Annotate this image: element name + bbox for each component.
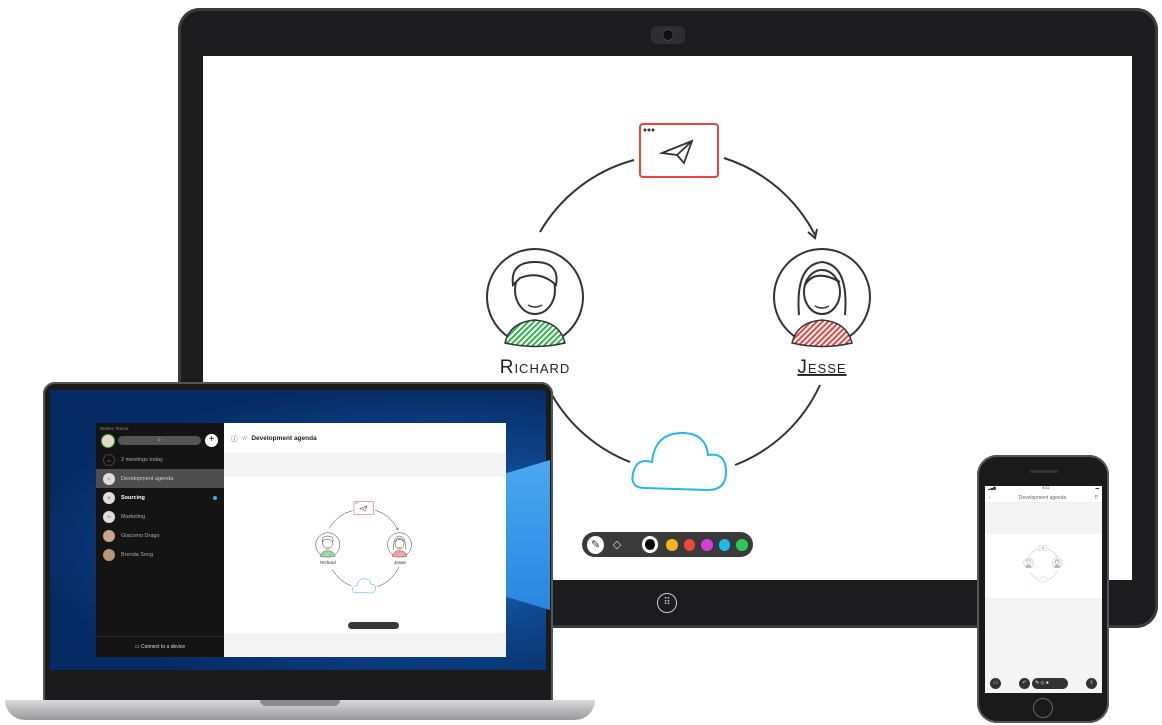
color-swatch-black[interactable] [641, 536, 659, 553]
space-title: Development agenda [251, 434, 317, 442]
person-label-richard: Richard [320, 560, 336, 565]
back-icon[interactable]: ‹ [989, 494, 991, 501]
meetings-item[interactable]: ▭ 2 meetings today [96, 450, 224, 469]
color-swatch-yellow[interactable] [666, 538, 678, 551]
contact-avatar [103, 529, 115, 542]
meetings-label: 2 meetings today [121, 456, 163, 463]
whiteboard-preview: Richard Jesse [315, 501, 412, 594]
laptop-notch [260, 700, 340, 706]
space-main: ⓘ ☆ Development agenda Richard Jesse [224, 423, 506, 657]
space-item-brenda-song[interactable]: Brenda Song [96, 545, 224, 564]
phone-title: Development agenda [1018, 494, 1067, 501]
connect-device-button[interactable]: ▭ Connect to a device [96, 636, 224, 657]
star-icon[interactable]: ☆ [241, 435, 248, 442]
connect-label: Connect to a device [140, 644, 186, 650]
search-icon: ⌕ [158, 437, 161, 443]
space-label: Giacomo Drago [121, 532, 160, 539]
space-item-sourcing[interactable]: S Sourcing [96, 488, 224, 507]
board-home-button[interactable]: ⠿ [657, 593, 677, 613]
person-label-jesse: Jesse [797, 357, 846, 378]
cast-icon: ▭ [134, 644, 141, 650]
grid-icon[interactable]: ⠿ [1094, 494, 1098, 501]
pen-icon[interactable]: ✎ [587, 535, 605, 554]
info-icon[interactable]: ⓘ [231, 436, 238, 443]
color-swatch-red[interactable] [683, 538, 696, 551]
windows-logo [500, 460, 550, 610]
unread-indicator [213, 495, 217, 500]
space-item-marketing[interactable]: M Marketing [96, 507, 224, 526]
color-swatch-green[interactable] [736, 538, 748, 551]
app-title: Webex Teams [100, 426, 129, 431]
whiteboard-thumbnail [1023, 545, 1063, 583]
whiteboard-drawing: Richard Jesse [486, 123, 871, 491]
status-time: 9:41 [1042, 486, 1050, 490]
laptop-base [5, 700, 595, 720]
space-label: Development agenda [121, 475, 174, 482]
color-swatch-blue[interactable] [718, 538, 731, 551]
sidebar: Webex Teams ⌕ + ▭ 2 meetings today D Dev… [96, 423, 230, 657]
phone-pen-toolbar[interactable]: ✎ ◇ ● [1032, 678, 1068, 689]
mini-drawing-toolbar[interactable] [348, 622, 399, 629]
phone-home-button[interactable] [1033, 698, 1053, 718]
space-label: Brenda Song [121, 551, 154, 558]
share-screen-icon[interactable]: ▭ [990, 678, 1001, 689]
signal-icon: ▂▄▆ [988, 486, 996, 490]
camera-icon [651, 26, 685, 44]
space-label: Sourcing [121, 494, 145, 501]
space-item-giacomo-drago[interactable]: Giacomo Drago [96, 526, 224, 545]
space-label: Marketing [121, 513, 146, 520]
phone-speaker [1030, 470, 1058, 473]
space-item-development-agenda[interactable]: D Development agenda [96, 469, 224, 488]
share-icon[interactable]: ⇪ [1086, 678, 1097, 689]
person-label-jesse: Jesse [394, 560, 406, 565]
phone-whiteboard[interactable] [985, 534, 1102, 598]
phone-screen: ▂▄▆ 9:41 ▬ ‹ Development agenda ⠿ ▭ ↶ ✎ ◇ … [985, 486, 1102, 693]
space-avatar: S [103, 491, 115, 504]
space-avatar: M [103, 510, 115, 523]
user-avatar[interactable] [102, 434, 114, 447]
search-input[interactable]: ⌕ [118, 436, 201, 445]
webex-teams-window: Webex Teams ⌕ + ▭ 2 meetings today D Dev… [96, 423, 506, 657]
battery-icon: ▬ [1095, 486, 1100, 490]
undo-icon[interactable]: ↶ [1019, 678, 1030, 689]
person-label-richard: Richard [500, 357, 571, 378]
calendar-icon: ▭ [103, 453, 115, 466]
add-button[interactable]: + [205, 434, 218, 447]
space-avatar: D [103, 472, 115, 485]
contact-avatar [103, 548, 115, 561]
color-swatch-purple[interactable] [701, 538, 713, 551]
eraser-icon[interactable]: ◇ [612, 539, 622, 551]
drawing-toolbar: ✎ ◇ [582, 532, 753, 557]
